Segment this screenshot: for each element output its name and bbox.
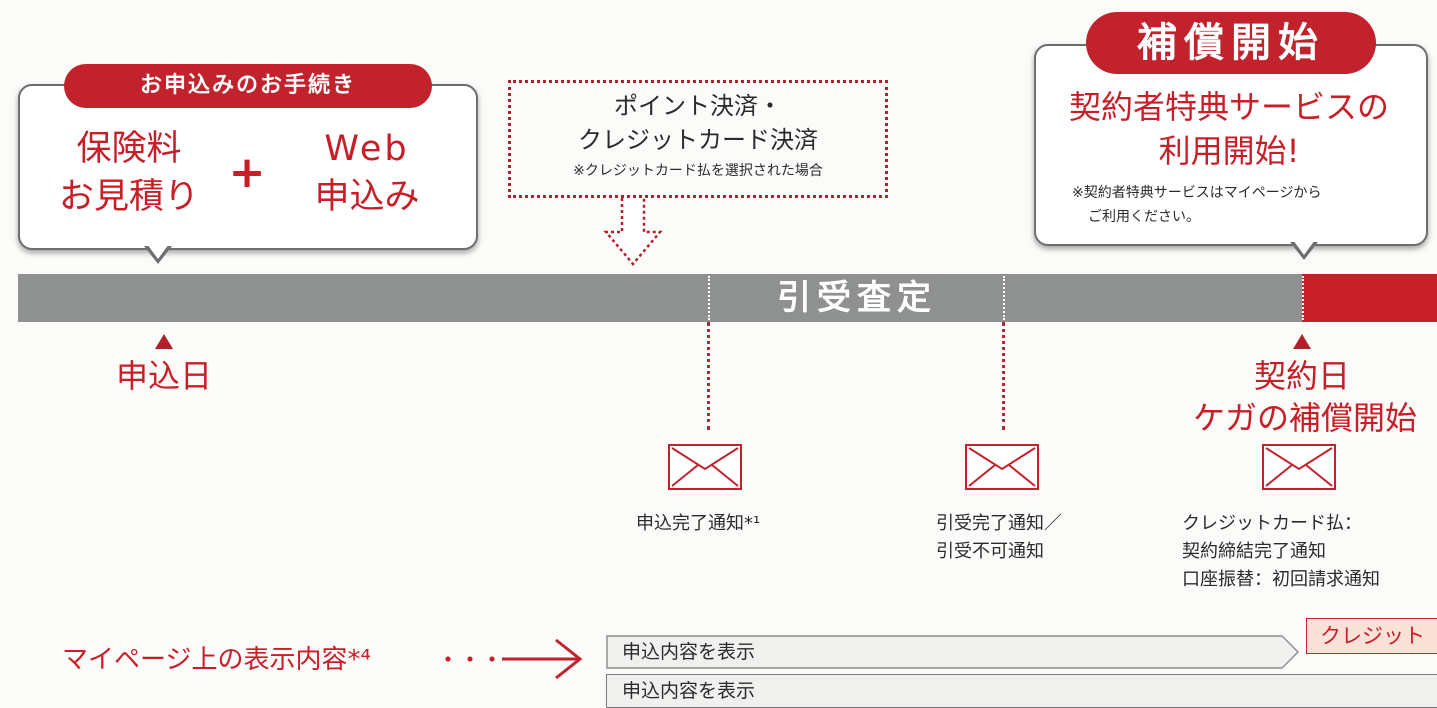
bar-divider-1	[708, 276, 710, 320]
mypage-row1-shape	[606, 635, 1299, 669]
payment-line1: ポイント決済・	[614, 92, 782, 120]
application-pill: お申込みのお手続き	[64, 64, 432, 108]
payment-note: ※クレジットカード払を選択された場合	[573, 163, 823, 179]
notification-3-line1: クレジットカード払：	[1182, 513, 1362, 534]
mypage-row1-next-box	[1306, 618, 1437, 654]
mail-icon	[668, 444, 742, 490]
payment-line2: クレジットカード決済	[578, 126, 818, 154]
notification-3-line2: 契約締結完了通知	[1182, 541, 1326, 562]
timeline-label: 引受査定	[777, 278, 937, 318]
plus-icon: +	[228, 147, 266, 198]
timeline-red-bar	[1302, 274, 1437, 322]
timeline-gray-bar	[18, 274, 1302, 322]
payment-down-arrow-icon	[603, 198, 663, 266]
coverage-callout-pointer-fill	[1293, 240, 1315, 255]
connector-line-1	[707, 322, 710, 430]
bar-divider-2	[1003, 276, 1005, 320]
web-label-line1: Web	[324, 129, 410, 169]
coverage-pill: 補償開始	[1086, 12, 1376, 74]
coverage-line1: 契約者特典サービスの	[1068, 88, 1389, 126]
estimate-label-line1: 保険料	[76, 129, 182, 169]
notification-3-line3: 口座振替：初回請求通知	[1182, 569, 1380, 590]
contract-date-marker-icon	[1293, 334, 1311, 349]
contract-date-label: 契約日	[1253, 357, 1350, 395]
notification-2-line2: 引受不可通知	[936, 541, 1044, 562]
mail-icon	[1262, 444, 1336, 490]
payment-box	[508, 80, 888, 198]
coverage-note-line2: ご利用ください。	[1088, 209, 1200, 225]
connector-line-2	[1002, 322, 1005, 430]
notification-2-line1: 引受完了通知／	[936, 513, 1062, 534]
mypage-dots: ・・・	[436, 646, 504, 674]
apply-date-label: 申込日	[115, 357, 212, 395]
injury-coverage-start-label: ケガの補償開始	[1192, 399, 1417, 437]
coverage-line2: 利用開始!	[1158, 132, 1300, 170]
application-callout-pointer-fill	[147, 244, 169, 259]
coverage-note-line1: ※契約者特典サービスはマイページから	[1072, 185, 1322, 201]
notification-1-line1: 申込完了通知*¹	[636, 513, 761, 534]
mypage-row1-label: 申込内容を表示	[622, 641, 756, 663]
apply-date-marker-icon	[155, 334, 173, 349]
estimate-label-line2: お見積り	[58, 177, 199, 217]
arrow-right-icon	[502, 638, 583, 680]
mypage-label: マイページ上の表示内容*⁴	[62, 645, 371, 675]
bar-divider-3	[1302, 276, 1304, 320]
web-label-line2: 申込み	[314, 177, 420, 217]
mypage-row1-next-label: クレジット	[1320, 624, 1425, 648]
coverage-callout	[1034, 44, 1428, 246]
mail-icon	[965, 444, 1039, 490]
application-callout	[18, 84, 478, 250]
mypage-row2-label: 申込内容を表示	[622, 680, 756, 702]
